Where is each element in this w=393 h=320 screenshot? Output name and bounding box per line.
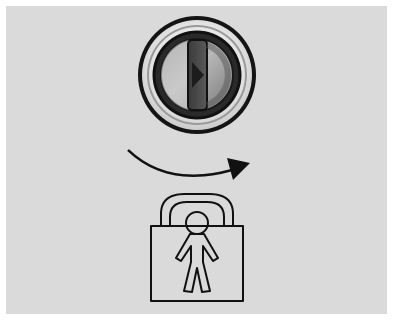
- child-lock-keyhole-icon: [140, 18, 254, 132]
- clockwise-arrow-icon: [128, 150, 250, 180]
- child-safety-lock-icon: [151, 194, 243, 301]
